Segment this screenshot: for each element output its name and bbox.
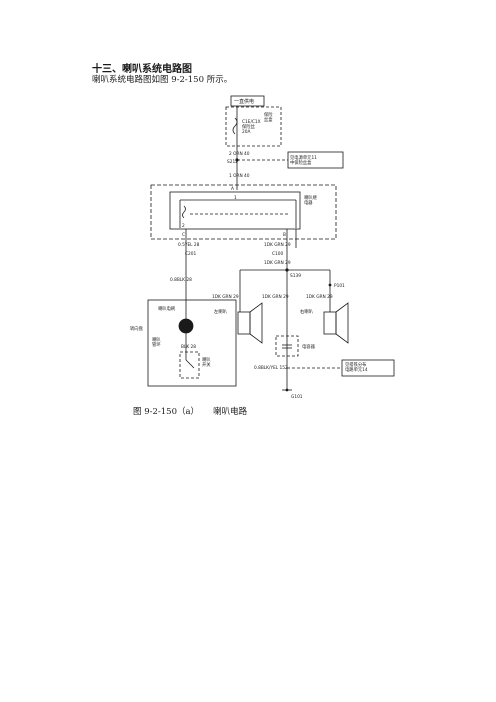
splice-s139: S139 [290,273,301,279]
figure-caption: 图 9-2-150（a） 喇叭电路 [133,405,247,417]
horn-brush: 喇叭电刷 [158,305,175,312]
capacitor-box [275,335,299,357]
lh-horn-label: 左喇叭 [214,308,228,315]
steering-column: 转向盘 [130,325,144,332]
horn-brush-symbol [178,318,194,334]
pin-1: 1 [234,195,237,201]
conn-p101: P101 [334,283,345,289]
horn-switch-box [179,351,200,379]
horn-switch: 喇叭开关 [202,356,211,368]
pin-2: 2 [182,223,185,229]
splice-s212: S212 [227,159,238,165]
wire-top: 2 ORN 40 [229,151,250,157]
ground-ref: 见搭铁分布电路单元14 [345,361,368,373]
lh-horn-symbol [237,311,251,335]
section-heading: 十三、喇叭系统电路图 [92,64,192,75]
fuse-box-outline [225,106,282,147]
power-label: 一直供电 [234,98,254,105]
pin-b: B [283,232,286,238]
wire-rh-horn: 1DK GRN 29 [306,294,333,300]
ground-ref-box [341,359,395,377]
fusebox-label: 保险丝盒 [264,111,273,123]
pin-c: C [182,232,185,238]
caption-number: 图 9-2-150（a） [133,407,200,417]
conn-c100: C100 [272,251,283,257]
wire-dkgrn-2: 1DK GRN 29 [264,260,291,266]
caption-title: 喇叭电路 [213,407,248,417]
wire-blk-28b: BLK 28 [181,344,196,350]
horn-ring: 喇叭管环 [152,336,161,348]
wire-orn: 1 ORN 40 [229,173,250,179]
relay-label: 喇叭继电器 [304,194,318,206]
pin-a: A [231,186,234,192]
capacitor-label: 电容器 [302,343,316,350]
rh-horn-label: 右喇叭 [300,308,314,315]
steering-box [147,299,237,387]
rh-horn-symbol [323,311,337,335]
wire-blk-28a: 0.8BLK 28 [170,277,192,283]
wire-lh-horn: 1DK GRN 29 [212,294,239,300]
wire-yel: 0.5YEL 28 [178,242,200,248]
wire-ground: 0.8BLK/YEL 152 [254,365,288,371]
bcm-ref-box [287,151,344,169]
wire-mid: 1DK GRN 29 [262,294,289,300]
wire-dkgrn-1: 1DK GRN 29 [264,242,291,248]
conn-c201: C201 [185,251,196,257]
power-box [230,95,265,107]
relay-outline [150,184,337,240]
intro-paragraph: 喇叭系统电路图如图 9-2-150 所示。 [92,75,233,85]
ground-g101: G101 [291,394,303,400]
